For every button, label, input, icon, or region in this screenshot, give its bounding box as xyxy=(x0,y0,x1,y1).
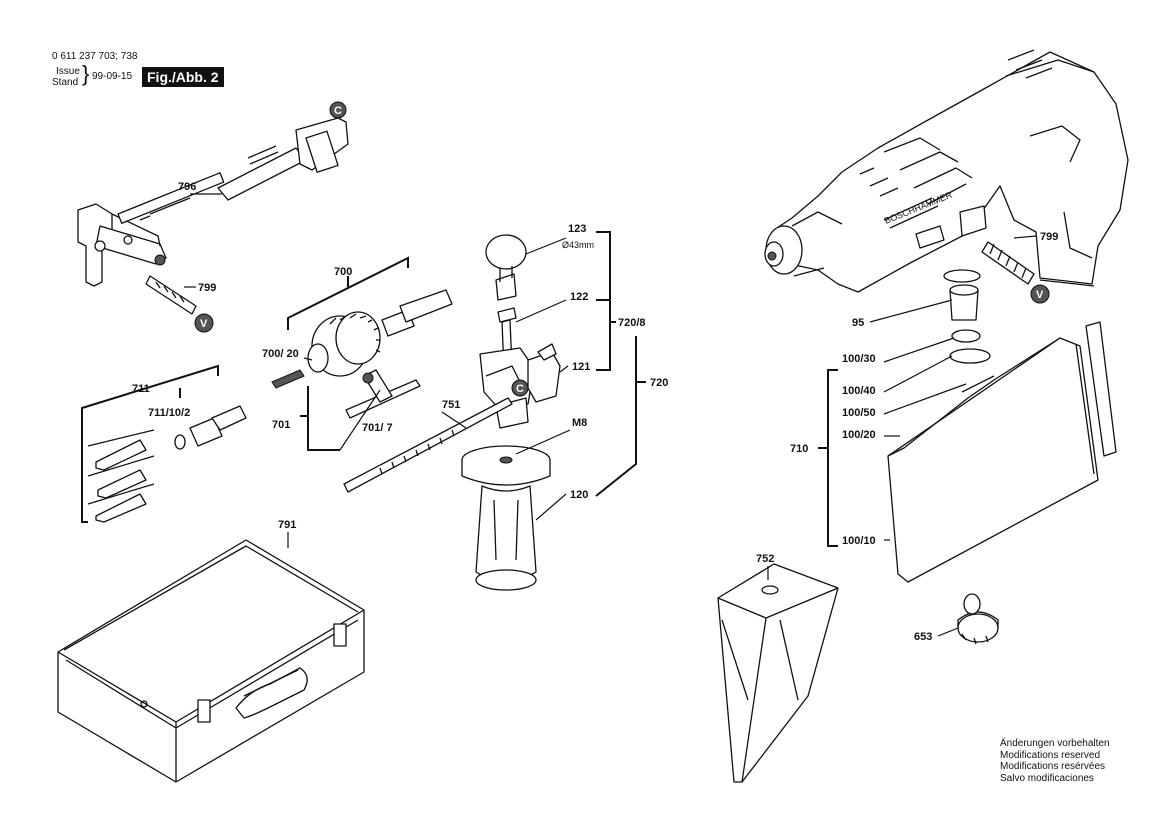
label-123: 123 xyxy=(568,223,586,235)
label-752: 752 xyxy=(756,553,774,565)
modification-notes: Änderungen vorbehalten Modifications res… xyxy=(1000,738,1110,784)
label-120: 120 xyxy=(570,489,588,501)
auxiliary-handle xyxy=(461,445,551,591)
rotary-hammer: BOSCHHAMMER xyxy=(764,49,1129,293)
label-122: 122 xyxy=(570,291,588,303)
label-95: 95 xyxy=(852,317,864,329)
issue-date: 99-09-15 xyxy=(92,71,133,82)
label-720-8: 720/8 xyxy=(618,317,646,329)
handle-clamp: C xyxy=(479,343,561,429)
filter-bag xyxy=(717,563,839,783)
dust-seals xyxy=(943,269,991,364)
label-720: 720 xyxy=(650,377,668,389)
label-43mm: Ø43mm xyxy=(562,240,594,250)
label-100-50: 100/50 xyxy=(842,407,876,419)
stand-label: Stand xyxy=(52,77,79,88)
c-marker-2: C xyxy=(516,383,524,395)
label-653: 653 xyxy=(914,631,932,643)
drill-chuck xyxy=(271,289,453,419)
note-de: Änderungen vorbehalten xyxy=(1000,738,1110,749)
label-796: 796 xyxy=(178,181,196,193)
depth-stop-assembly: V C xyxy=(77,101,349,333)
label-799-right: 799 xyxy=(1040,231,1058,243)
v-marker-2: V xyxy=(1036,289,1044,301)
bit-holder xyxy=(174,405,247,450)
label-711: 711 xyxy=(132,383,150,395)
figure-label: Fig./Abb. 2 xyxy=(142,67,224,87)
clamp-band xyxy=(485,234,527,301)
label-711-10-2: 711/10/2 xyxy=(148,407,190,419)
c-marker-1: C xyxy=(334,105,342,117)
depth-gauge-rod xyxy=(343,397,513,493)
hose-799-right: V xyxy=(981,241,1050,304)
carrying-case xyxy=(57,539,365,783)
label-121: 121 xyxy=(572,361,590,373)
note-es: Salvo modificaciones xyxy=(1000,772,1094,784)
dust-box xyxy=(887,321,1117,583)
knob-653 xyxy=(957,593,999,645)
note-en: Modifications reserved xyxy=(1000,749,1101,761)
label-100-20: 100/20 xyxy=(842,429,876,441)
label-700: 700 xyxy=(334,266,352,278)
issue-label: Issue xyxy=(56,66,80,77)
label-701-7: 701/ 7 xyxy=(362,422,393,434)
label-100-30: 100/30 xyxy=(842,353,876,365)
v-marker-1: V xyxy=(200,318,208,330)
note-fr: Modifications resérvées xyxy=(1000,761,1106,772)
label-100-40: 100/40 xyxy=(842,385,876,397)
label-751: 751 xyxy=(442,399,460,411)
label-791: 791 xyxy=(278,519,296,531)
part-number: 0 611 237 703; 738 xyxy=(52,51,138,62)
label-799-left: 799 xyxy=(198,282,216,294)
label-710: 710 xyxy=(790,443,808,455)
label-701: 701 xyxy=(272,419,290,431)
brace-glyph: } xyxy=(82,61,90,86)
label-100-10: 100/10 xyxy=(842,535,876,547)
label-700-20: 700/ 20 xyxy=(262,348,299,360)
screwdriver-bits xyxy=(87,429,155,523)
label-m8: M8 xyxy=(572,417,587,429)
